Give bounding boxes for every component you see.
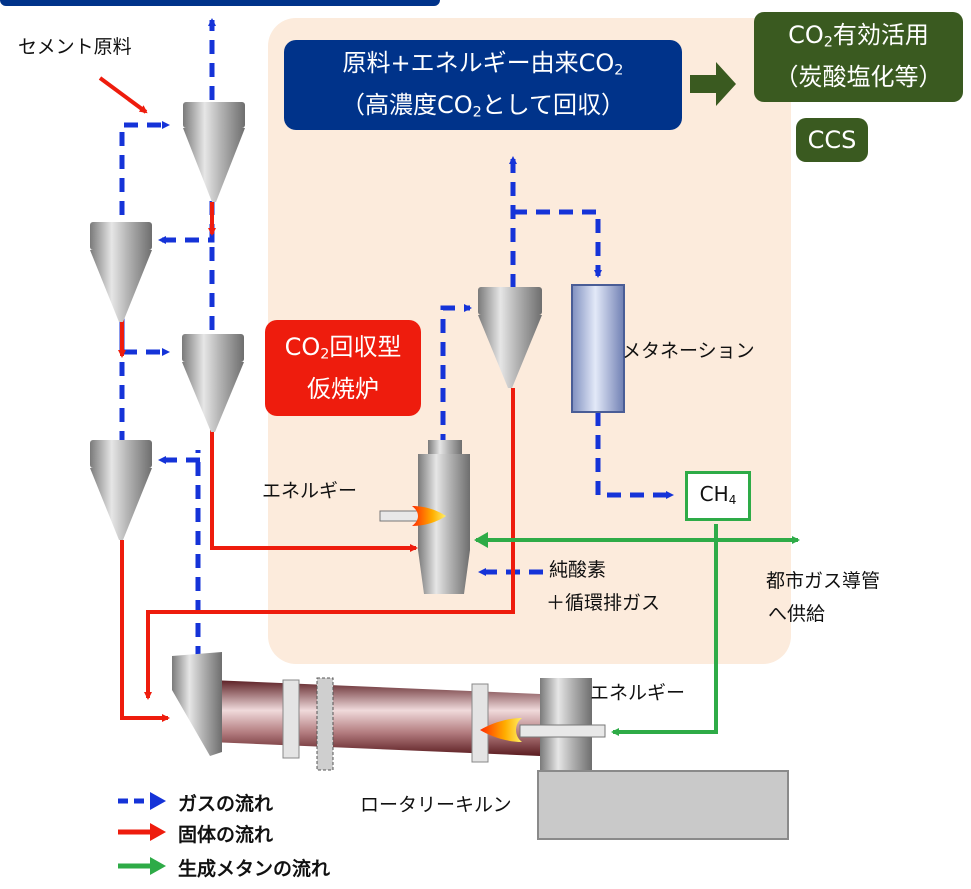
legend-solid-label: 固体の流れ — [178, 824, 274, 846]
ccs-label: CCS — [807, 126, 857, 154]
methanation-column — [571, 284, 625, 413]
kiln-base — [537, 770, 789, 840]
calciner-label-box: CO2回収型 仮焼炉 — [265, 320, 421, 416]
calciner-line2: 仮焼炉 — [307, 374, 379, 403]
solid-flows — [98, 76, 515, 722]
co2-utilization-line2: （炭酸塩化等） — [774, 62, 943, 91]
rotary-kiln — [172, 652, 606, 772]
cyclone-2 — [90, 222, 152, 322]
cyclone-5 — [478, 287, 542, 388]
co2-source-line2: （高濃度CO2として回収） — [340, 90, 626, 121]
cyclone-1 — [183, 102, 245, 202]
energy-label-calciner: エネルギー — [262, 480, 358, 502]
legend-arrows — [118, 792, 166, 875]
calciner-flame — [412, 506, 446, 526]
rotary-kiln-label: ロータリーキルン — [360, 794, 512, 816]
cement-raw-label: セメント原料 — [18, 36, 132, 58]
oxygen-label-line1: 純酸素 — [549, 559, 607, 581]
calciner-line1: CO2回収型 — [284, 333, 402, 363]
co2-source-line1: 原料+エネルギー由来CO2 — [342, 49, 624, 79]
city-gas-label-line2: へ供給 — [768, 603, 826, 625]
oxygen-label-line2: ＋循環排ガス — [546, 592, 661, 614]
ccs-box: CCS — [796, 118, 868, 162]
co2-source-box: 原料+エネルギー由来CO2 （高濃度CO2として回収） — [284, 40, 682, 130]
methanation-label: メタネーション — [622, 340, 755, 362]
energy-label-kiln: エネルギー — [590, 682, 686, 704]
legend-gas-label: ガスの流れ — [178, 793, 274, 815]
green-arrowhead-left — [474, 532, 488, 548]
city-gas-label-line1: 都市ガス導管 — [766, 570, 881, 592]
co2-utilization-arrow — [690, 62, 736, 106]
co2-utilization-box: CO2有効活用 （炭酸塩化等） — [754, 12, 963, 102]
cyclone-3 — [182, 334, 244, 432]
calciner-vessel — [418, 440, 470, 594]
ch4-box: CH4 — [685, 471, 751, 521]
legend-methane-label: 生成メタンの流れ — [178, 858, 331, 880]
co2-utilization-line1: CO2有効活用 — [788, 21, 929, 51]
top-box-fragment — [0, 0, 440, 6]
cyclone-4 — [90, 440, 152, 540]
